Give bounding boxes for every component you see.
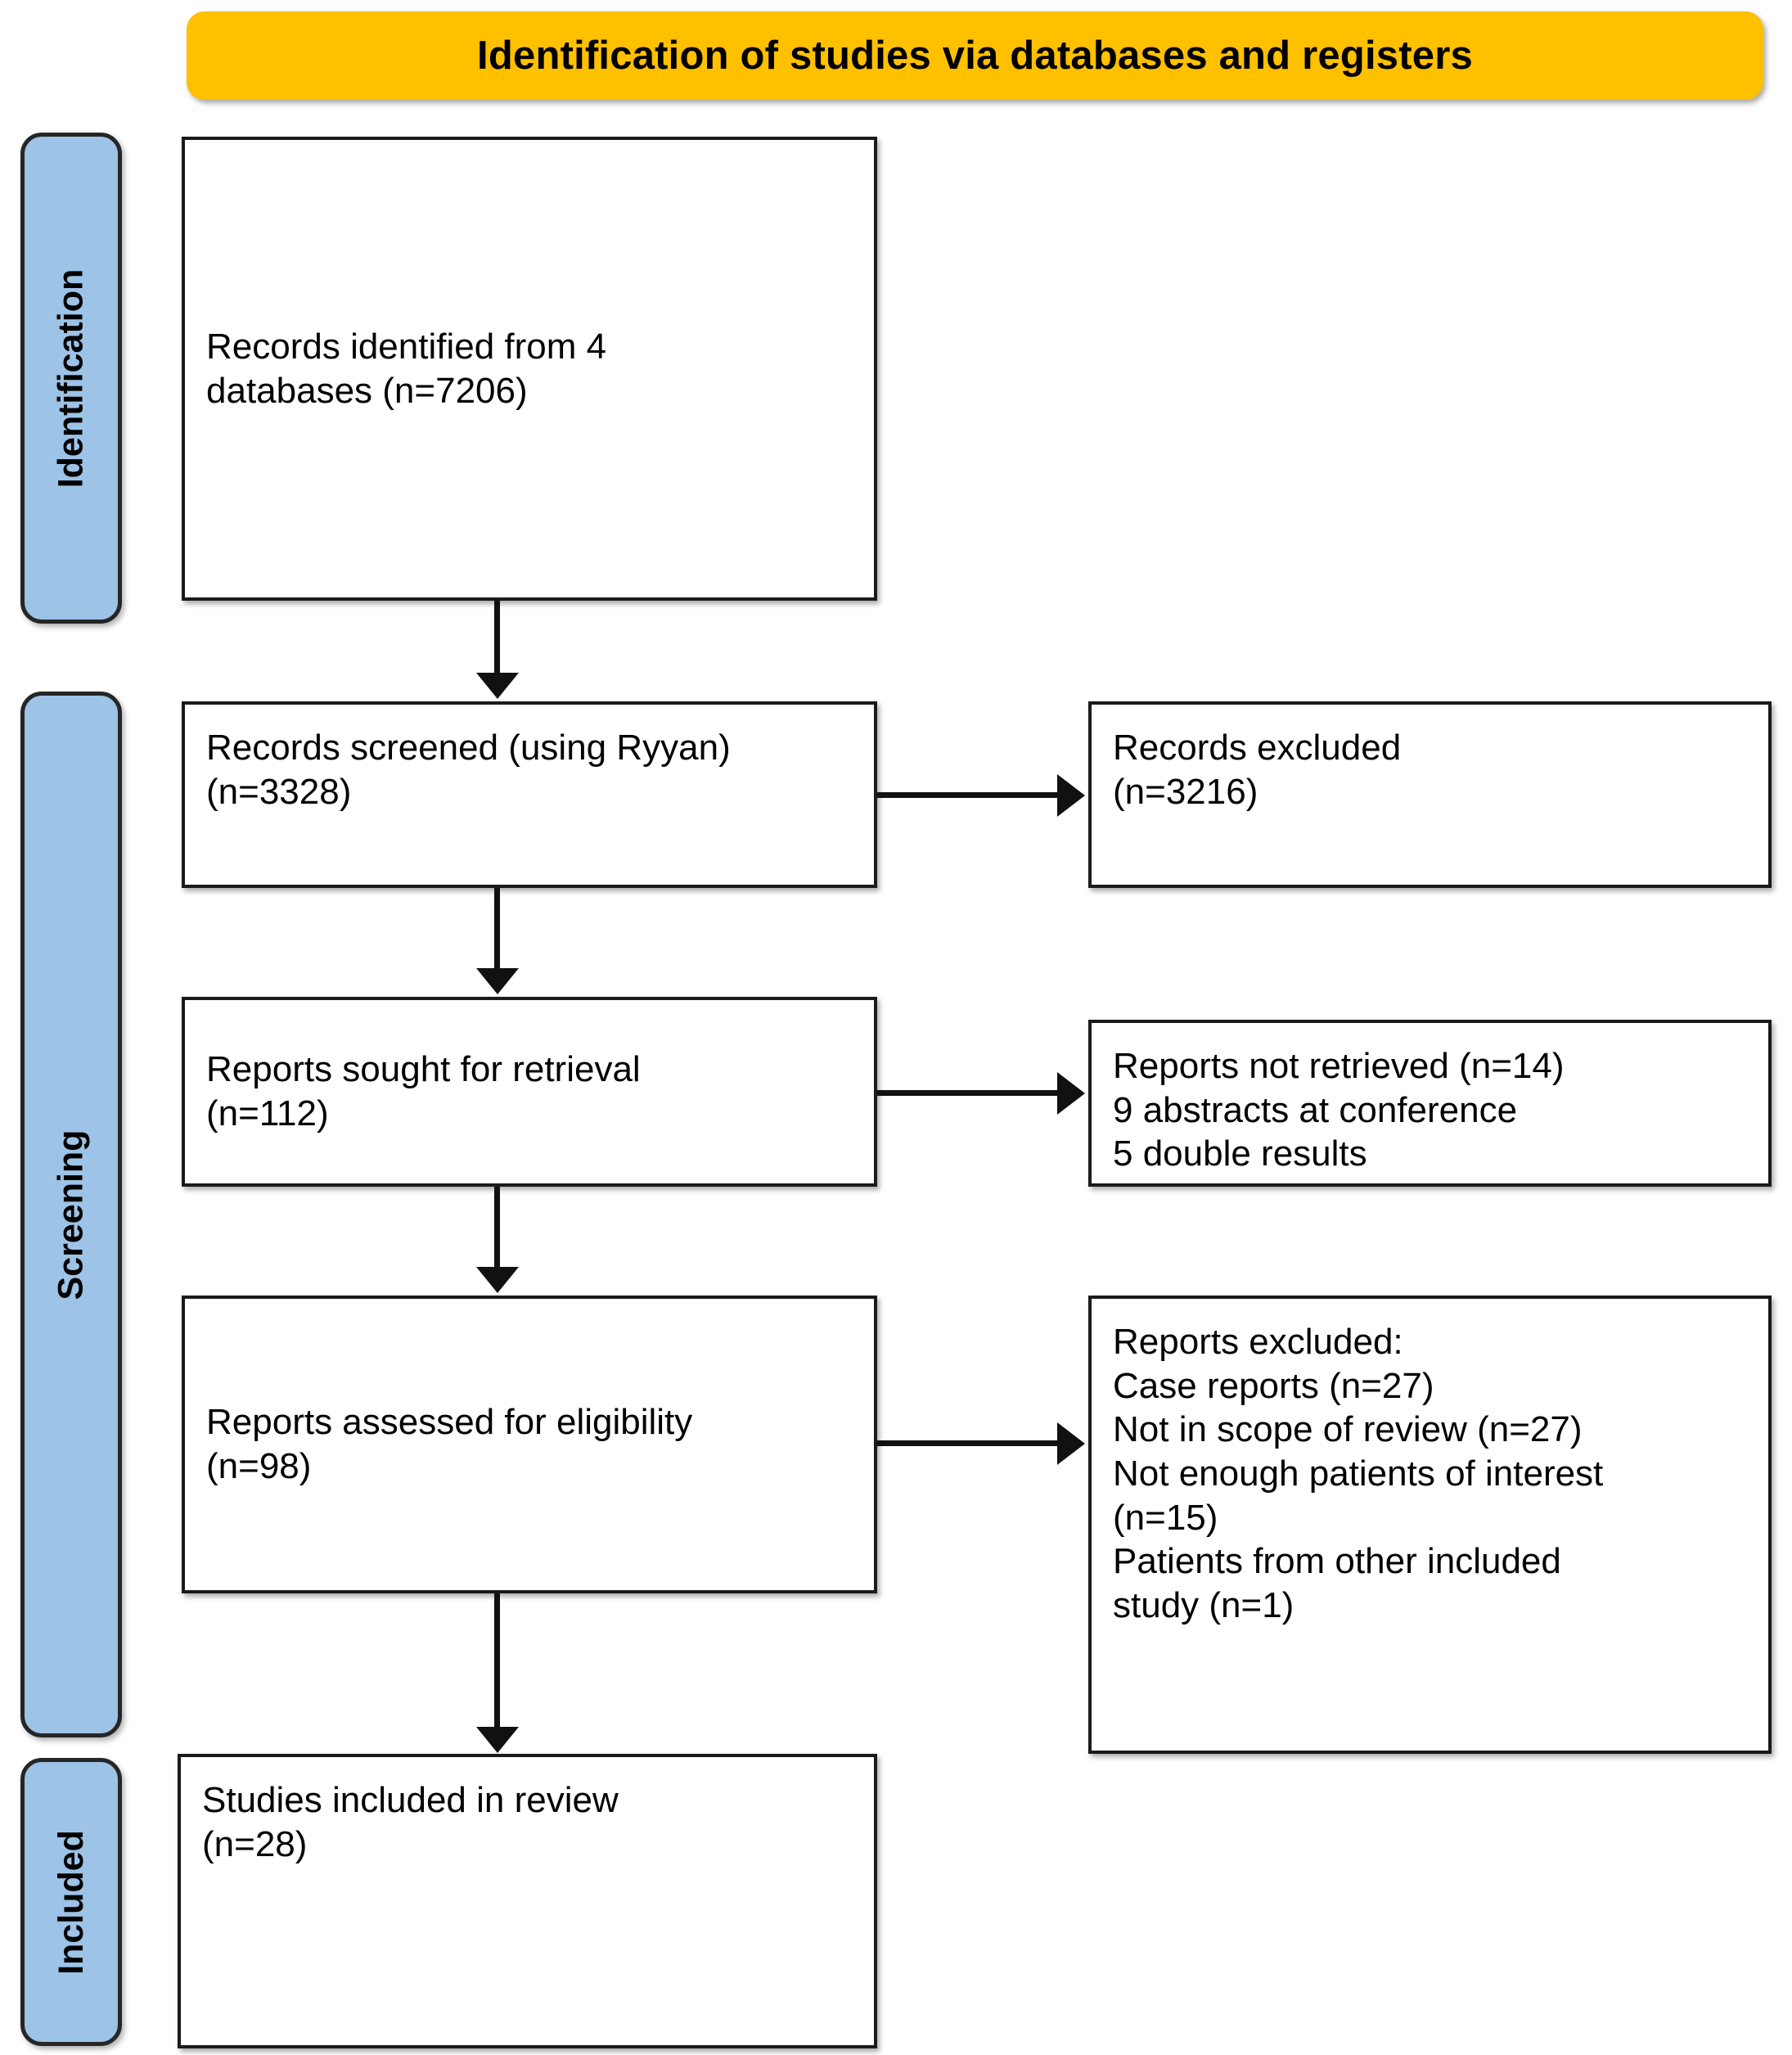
arrow-right-sought-to-not-retrieved xyxy=(877,1090,1059,1096)
stage-label-screening: Screening xyxy=(51,1129,91,1300)
arrow-down-identified-to-screened xyxy=(494,601,500,674)
arrow-right-eligibility-to-excluded xyxy=(877,1440,1059,1446)
box-studies-included: Studies included in review (n=28) xyxy=(178,1754,877,2048)
box-records-identified-text: Records identified from 4 databases (n=7… xyxy=(206,326,607,411)
box-reports-excluded: Reports excluded: Case reports (n=27) No… xyxy=(1088,1296,1772,1754)
box-studies-included-text: Studies included in review (n=28) xyxy=(202,1780,619,1864)
diagram-title: Identification of studies via databases … xyxy=(477,34,1473,78)
box-reports-assessed-eligibility-text: Reports assessed for eligibility (n=98) xyxy=(206,1402,693,1486)
box-records-screened: Records screened (using Ryyan) (n=3328) xyxy=(182,701,877,888)
box-reports-sought-text: Reports sought for retrieval (n=112) xyxy=(206,1049,641,1133)
arrow-down-screened-to-sought xyxy=(494,888,500,970)
arrow-down-eligibility-to-included xyxy=(494,1593,500,1728)
box-reports-sought: Reports sought for retrieval (n=112) xyxy=(182,997,877,1187)
box-reports-not-retrieved: Reports not retrieved (n=14) 9 abstracts… xyxy=(1088,1020,1772,1187)
stage-label-included: Included xyxy=(51,1829,91,1975)
box-reports-excluded-text: Reports excluded: Case reports (n=27) No… xyxy=(1113,1322,1604,1626)
box-reports-assessed-eligibility: Reports assessed for eligibility (n=98) xyxy=(182,1296,877,1593)
stage-bar-screening: Screening xyxy=(20,692,122,1737)
box-records-excluded-text: Records excluded (n=3216) xyxy=(1113,728,1402,812)
box-reports-not-retrieved-text: Reports not retrieved (n=14) 9 abstracts… xyxy=(1113,1046,1565,1174)
arrow-down-sought-to-eligibility xyxy=(494,1187,500,1269)
arrow-right-screened-to-excluded xyxy=(877,792,1059,798)
stage-bar-included: Included xyxy=(20,1758,122,2046)
stage-label-identification: Identification xyxy=(51,268,91,488)
diagram-header-banner: Identification of studies via databases … xyxy=(187,11,1763,100)
box-records-excluded: Records excluded (n=3216) xyxy=(1088,701,1772,888)
box-records-identified: Records identified from 4 databases (n=7… xyxy=(182,137,877,601)
stage-bar-identification: Identification xyxy=(20,133,122,624)
box-records-screened-text: Records screened (using Ryyan) (n=3328) xyxy=(206,728,731,812)
